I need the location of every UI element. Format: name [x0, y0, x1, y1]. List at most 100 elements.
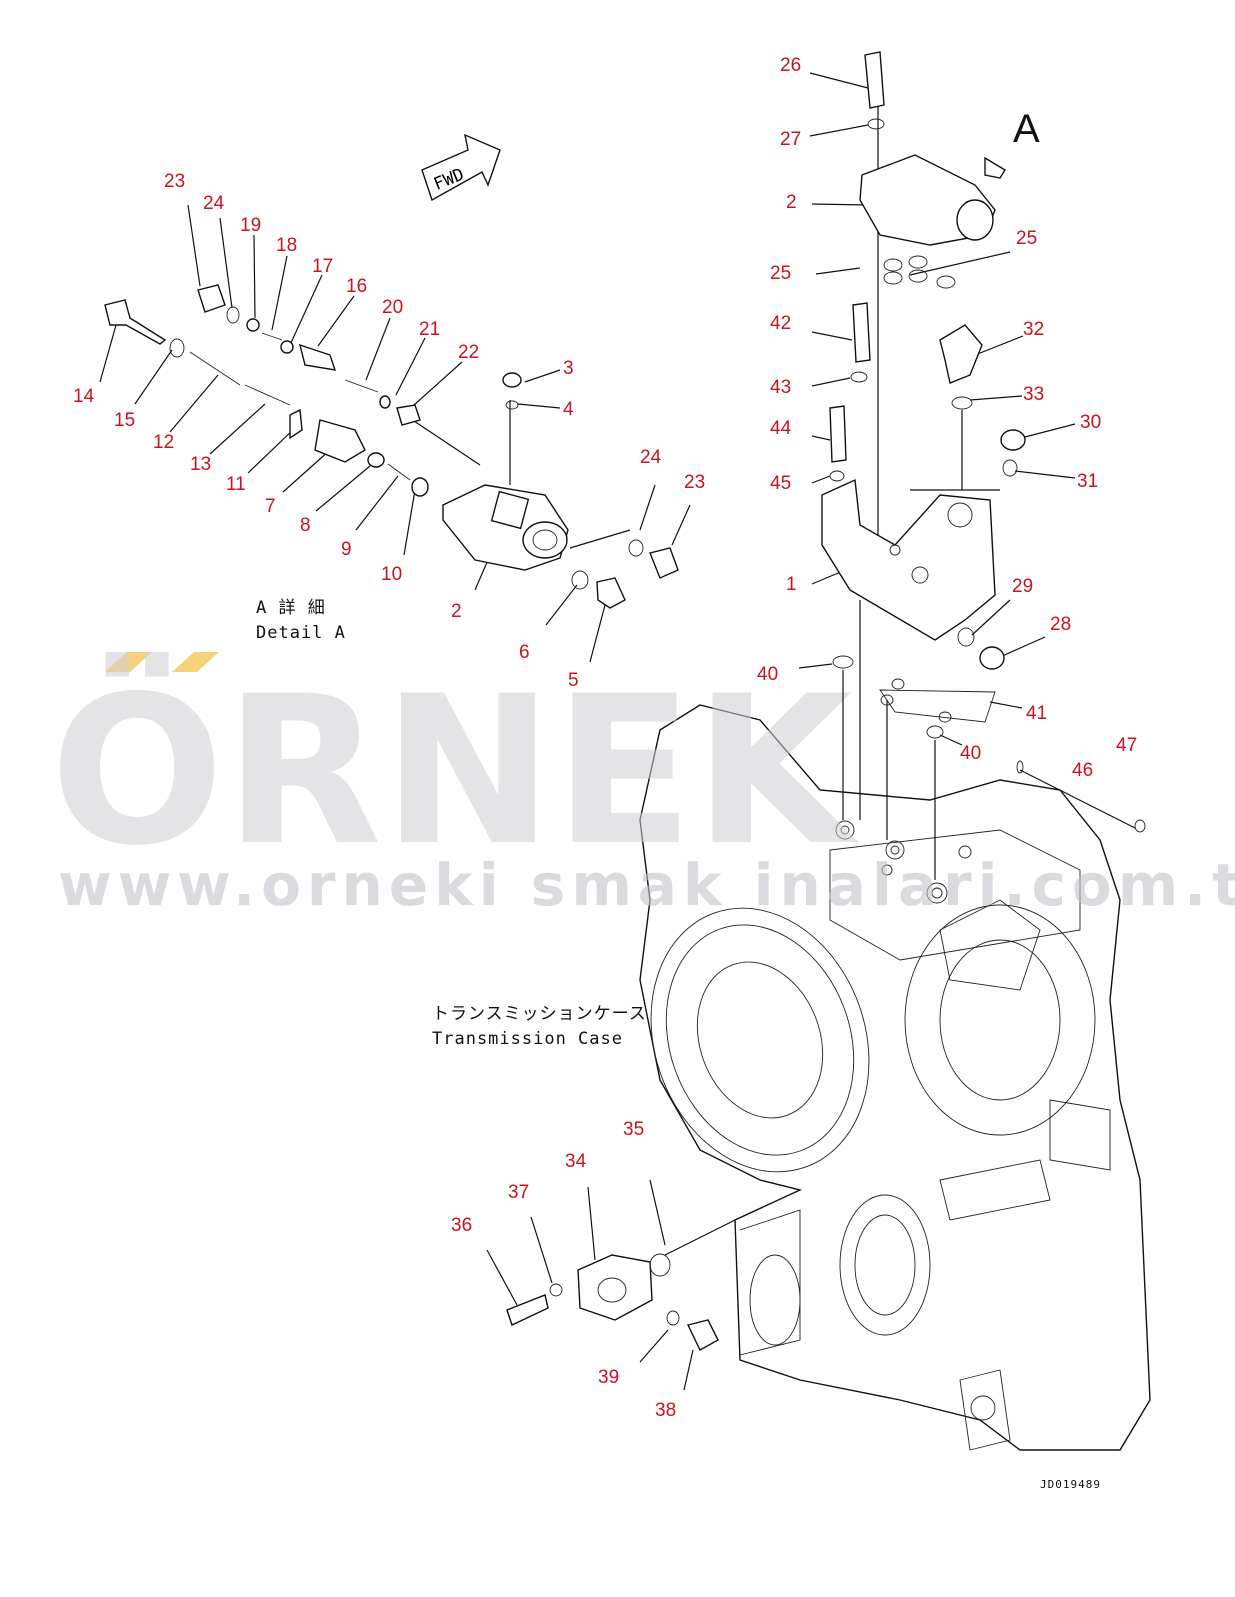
plug-30	[1000, 429, 1026, 451]
callout-23-left: 23	[164, 171, 185, 192]
case-caption-en: Transmission Case	[432, 1029, 623, 1049]
callout-27: 27	[780, 129, 801, 150]
callout-30: 30	[1080, 412, 1101, 433]
oring-24b	[628, 539, 644, 557]
callout-6: 6	[519, 642, 530, 663]
callout-15: 15	[114, 410, 135, 431]
callout-40-left: 40	[757, 664, 778, 685]
callout-18: 18	[276, 235, 297, 256]
spring-13	[244, 384, 291, 406]
callout-21: 21	[419, 319, 440, 340]
callout-8: 8	[300, 515, 311, 536]
callout-31: 31	[1077, 471, 1098, 492]
callout-2-right: 2	[786, 192, 797, 213]
bolt-36	[506, 1294, 549, 1326]
spool-7	[314, 419, 366, 463]
cover-34	[577, 1254, 653, 1321]
callout-34: 34	[565, 1151, 587, 1172]
callout-38: 38	[655, 1400, 676, 1421]
washer-27	[867, 118, 885, 130]
spring-12	[189, 351, 241, 386]
callout-43: 43	[770, 377, 791, 398]
washer-43	[850, 371, 868, 383]
sleeve-22	[396, 404, 421, 426]
oring-35	[649, 1253, 671, 1277]
callout-29: 29	[1012, 576, 1033, 597]
plug-23a	[197, 284, 226, 313]
part-46	[1016, 760, 1024, 774]
callout-26: 26	[780, 55, 801, 76]
callout-14: 14	[73, 386, 95, 407]
cover-parts	[506, 1253, 719, 1351]
spool-16	[299, 343, 337, 371]
callout-25-left: 25	[770, 263, 791, 284]
callout-42: 42	[770, 313, 791, 334]
detail-leader-lines	[99, 204, 691, 663]
detail-caption-jp: A 詳 細	[256, 598, 326, 618]
callout-22: 22	[458, 342, 479, 363]
oring-33	[951, 396, 973, 410]
pin-11	[289, 408, 303, 440]
watermark: ÖRNEK www.orneki smak inalari.com.tr	[50, 652, 1235, 919]
callout-33: 33	[1023, 384, 1044, 405]
callout-39: 39	[598, 1367, 619, 1388]
callout-25-right: 25	[1016, 228, 1037, 249]
ring-19	[246, 318, 260, 332]
callout-19: 19	[240, 215, 261, 236]
callout-11: 11	[226, 474, 246, 495]
spring-8	[367, 452, 385, 468]
callout-7: 7	[265, 496, 276, 517]
callouts: 26 27 2 25 25 42 32 43 33 30 44 31 45 1 …	[73, 55, 1137, 1421]
callout-24-left: 24	[203, 193, 225, 214]
oring-40b	[926, 725, 944, 739]
case-caption-jp: トランスミッションケース	[432, 1004, 647, 1024]
spring-20	[344, 379, 379, 393]
callout-41: 41	[1026, 703, 1047, 724]
spring-18	[261, 332, 283, 341]
callout-17: 17	[312, 256, 333, 277]
callout-28: 28	[1050, 614, 1071, 635]
watermark-brand: ÖRNEK	[50, 652, 860, 891]
callout-23-right: 23	[684, 472, 705, 493]
callout-5: 5	[568, 670, 579, 691]
watermark-url: www.orneki smak inalari.com.tr	[58, 851, 1235, 919]
fwd-arrow	[421, 133, 501, 202]
plug-38	[686, 1319, 719, 1351]
part-47	[1134, 819, 1146, 833]
bolt-26	[864, 51, 885, 109]
callout-10: 10	[381, 564, 402, 585]
callout-3: 3	[563, 358, 574, 379]
transmission-case	[639, 704, 1151, 1451]
spring-9	[387, 463, 411, 481]
bolt-42	[852, 302, 871, 363]
callout-45: 45	[770, 473, 791, 494]
callout-40-right: 40	[960, 743, 981, 764]
callout-4: 4	[563, 399, 574, 420]
oring-15	[169, 338, 185, 358]
callout-13: 13	[190, 454, 211, 475]
right-assembly-parts	[821, 51, 1146, 833]
callout-44: 44	[770, 418, 792, 439]
plug-28	[979, 646, 1005, 670]
drawing-number: JD019489	[1040, 1478, 1101, 1491]
washer-37	[549, 1283, 563, 1297]
callout-36: 36	[451, 1215, 472, 1236]
oring-25-1	[883, 258, 903, 272]
stem-14	[104, 299, 167, 345]
manifold-1	[821, 478, 996, 641]
leader-lines	[486, 60, 1136, 1391]
callout-1: 1	[786, 574, 797, 595]
callout-2-detail: 2	[451, 601, 462, 622]
oring-40a	[832, 655, 854, 669]
callout-20: 20	[382, 297, 403, 318]
oring-29	[957, 627, 975, 647]
plug-3	[502, 372, 522, 388]
callout-47: 47	[1116, 735, 1137, 756]
callout-46: 46	[1072, 760, 1093, 781]
detail-caption-en: Detail A	[256, 623, 346, 643]
gasket-41	[879, 689, 996, 723]
elbow-32	[939, 324, 983, 384]
captions: A 詳 細 Detail A トランスミッションケース Transmission…	[256, 107, 1101, 1491]
